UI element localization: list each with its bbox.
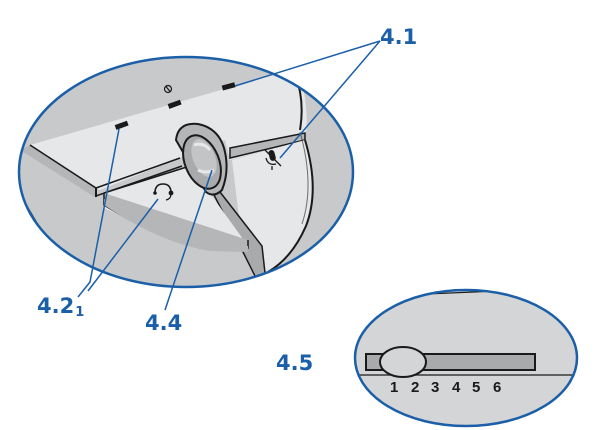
slider-position-4: 4 xyxy=(452,379,461,396)
indicator-mark-center xyxy=(167,99,182,109)
magnified-slider xyxy=(355,290,577,426)
headphone-icon xyxy=(153,183,174,201)
leader-lines xyxy=(77,40,381,311)
indicator-mark-right xyxy=(221,82,236,91)
slider-position-5: 5 xyxy=(472,379,481,396)
magnified-control-panel xyxy=(19,57,353,287)
slider-position-3: 3 xyxy=(431,379,440,396)
callout-4-5: 4.5 xyxy=(276,351,314,375)
magnifier-outline-small xyxy=(353,288,579,428)
indicator-mark-left xyxy=(114,120,129,130)
callout-4-1: 4.1 xyxy=(380,25,418,49)
center-dial[interactable] xyxy=(174,122,229,196)
slider-knob[interactable] xyxy=(379,346,427,378)
magnifier-outline-large xyxy=(17,55,355,289)
callout-4-2-1: 4.21 xyxy=(37,294,85,320)
slider-position-6: 6 xyxy=(493,379,502,396)
callout-4-4: 4.4 xyxy=(145,311,183,335)
slider-position-1: 1 xyxy=(390,379,399,396)
slider-position-2: 2 xyxy=(411,379,420,396)
microphone-mute-icon xyxy=(264,149,282,170)
power-off-icon xyxy=(163,84,173,94)
